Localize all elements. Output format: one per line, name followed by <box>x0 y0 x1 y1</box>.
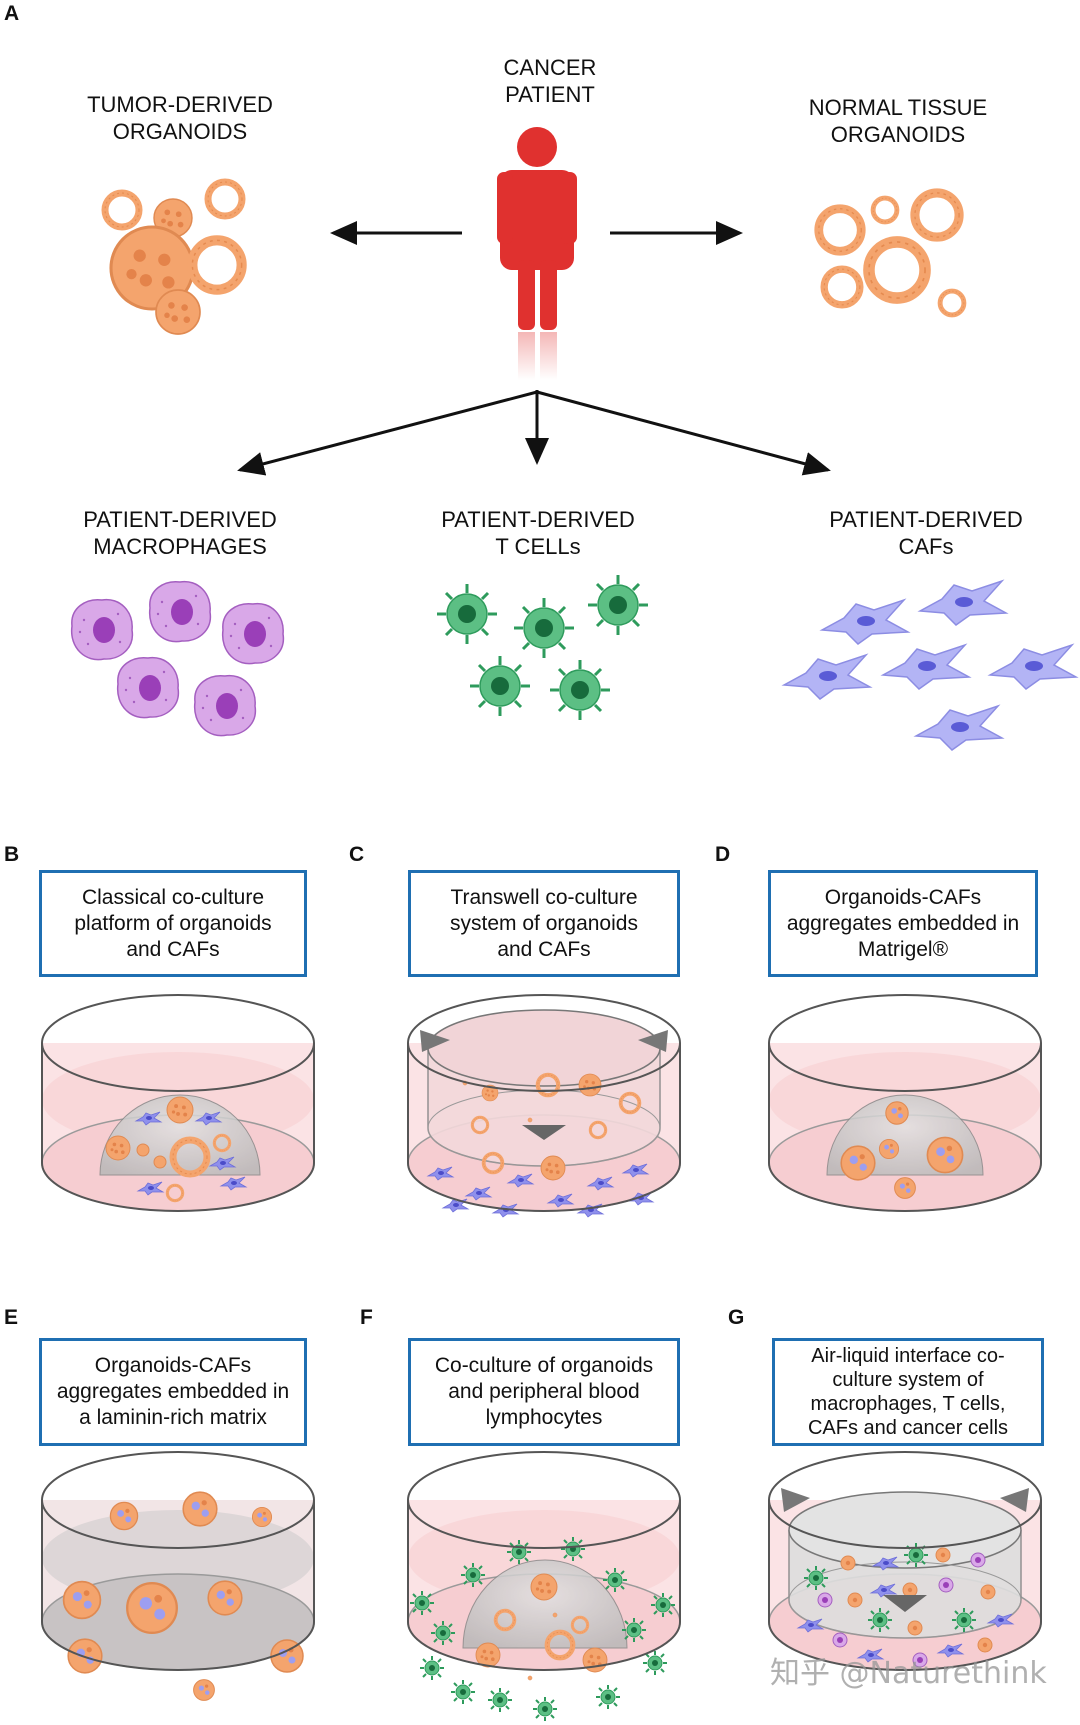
normal-organoids-icon <box>819 193 964 315</box>
panel-letter-f: F <box>360 1306 373 1329</box>
cancer-patient-icon <box>497 127 577 380</box>
dish-c <box>407 994 681 1218</box>
dish-g <box>768 1451 1042 1671</box>
box-g: Air-liquid interface co-culture system o… <box>772 1338 1044 1446</box>
dish-b <box>41 994 315 1212</box>
dish-f <box>407 1451 681 1722</box>
watermark: 知乎 @Naturethink <box>770 1656 1047 1691</box>
dish-e <box>41 1451 315 1701</box>
dish-d <box>768 994 1042 1212</box>
cafs-icon <box>783 580 1077 751</box>
tcells-icon <box>435 573 650 722</box>
panel-letter-c: C <box>349 843 365 866</box>
arrow-to-macrophages <box>237 390 538 476</box>
panel-letter-a: A <box>4 2 20 25</box>
macrophages-icon <box>70 580 285 737</box>
panel-letter-d: D <box>715 843 731 866</box>
panel-letter-e: E <box>4 1306 19 1329</box>
flow-arrows <box>237 221 831 476</box>
tumor-organoids-icon <box>105 182 242 335</box>
panel-letter-b: B <box>4 843 20 866</box>
arrow-to-cafs <box>536 390 831 476</box>
panel-letter-g: G <box>728 1306 745 1329</box>
